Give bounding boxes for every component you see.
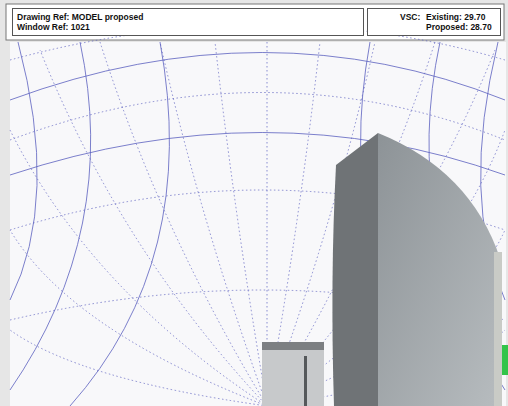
header-text: Proposed: 28.70 bbox=[426, 22, 492, 32]
header-text: Existing: 29.70 bbox=[426, 12, 486, 22]
header-box: VSC: Existing: 29.70Proposed: 28.70 bbox=[367, 8, 501, 36]
header-box: Drawing Ref: MODEL proposedWindow Ref: 1… bbox=[12, 8, 364, 36]
header-text: Drawing Ref: MODEL proposed bbox=[17, 12, 143, 22]
header-text: VSC: bbox=[400, 12, 420, 22]
header-text: Window Ref: 1021 bbox=[17, 22, 90, 32]
